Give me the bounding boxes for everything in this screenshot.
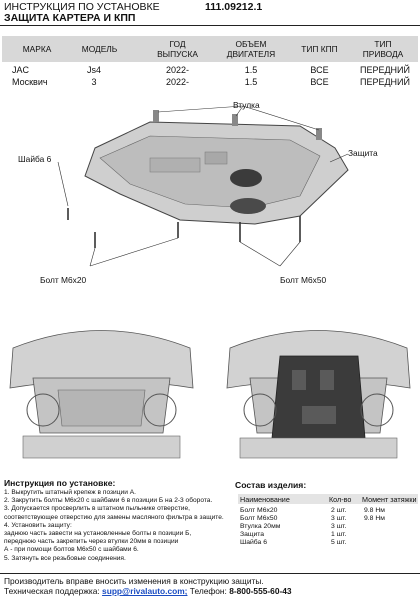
header-divider <box>0 25 420 26</box>
instruction-step: 3. Допускается просверлить в штатном пыл… <box>4 505 190 513</box>
label-guard: Защита <box>348 148 378 158</box>
col-engine: ОБЪЕМ ДВИГАТЕЛЯ <box>226 39 276 59</box>
doc-header-line1: ИНСТРУКЦИЯ ПО УСТАНОВКЕ <box>4 1 160 13</box>
components-title: Состав изделия: <box>235 480 307 490</box>
footer-support: Техническая поддержка: supp@rivalauto.co… <box>4 586 292 596</box>
label-bushing: Втулка <box>233 100 260 110</box>
doc-title: ЗАЩИТА КАРТЕРА И КПП <box>4 12 136 24</box>
support-phone[interactable]: 8-800-555-60-43 <box>229 586 292 596</box>
components-header: Наименование Кол-во Момент затяжки <box>238 494 418 504</box>
footer-divider <box>0 573 420 574</box>
instruction-step: 5. Затянуть все резьбовые соединения. <box>4 554 126 562</box>
vehicle-table: МАРКА МОДЕЛЬ ГОД ВЫПУСКА ОБЪЕМ ДВИГАТЕЛЯ… <box>2 36 418 89</box>
label-bolt-m6x50: Болт М6х50 <box>280 275 327 285</box>
table-row: Втулка 20мм 3 шт. <box>240 523 347 530</box>
table-row: JAC Js4 2022- 1.5 ВСЕ ПЕРЕДНИЙ <box>12 65 410 75</box>
instruction-step: заднюю часть завести на установленные бо… <box>4 530 192 538</box>
instructions-title: Инструкция по установке: <box>4 478 116 488</box>
col-gearbox: ТИП КПП <box>301 44 338 54</box>
bushing-parts <box>153 110 322 140</box>
table-row: Болт М6х50 3 шт. 9.8 Нм <box>240 515 385 522</box>
label-washer: Шайба 6 <box>18 154 52 164</box>
assembly-diagram <box>57 105 349 267</box>
installed-guard <box>271 355 366 439</box>
guard-plate <box>84 121 349 225</box>
support-email-link[interactable]: supp@rivalauto.com; <box>102 586 188 596</box>
support-label: Техническая поддержка: <box>4 586 100 596</box>
table-row: Москвич 3 2022- 1.5 ВСЕ ПЕРЕДНИЙ <box>12 77 410 87</box>
instruction-step: 2. Закрутить болты М6х20 с шайбами 6 в п… <box>4 497 213 505</box>
col-model: МОДЕЛЬ <box>81 44 118 54</box>
leader-lines <box>57 105 349 267</box>
table-row: Шайба 6 5 шт. <box>240 539 347 546</box>
col-drive: ТИП ПРИВОДА <box>362 39 404 59</box>
footer-disclaimer: Производитель вправе вносить изменения в… <box>4 576 264 586</box>
underbody-view-before <box>3 318 200 463</box>
instruction-step: А - при помощи болтов М6х50 с шайбами 6. <box>4 546 139 554</box>
instruction-step: 4. Установить защиту: <box>4 521 72 529</box>
instruction-step: переднюю часть закрепить через втулки 20… <box>4 538 179 546</box>
instruction-step: соответствующее отверстию для замены мас… <box>4 513 224 521</box>
col-year: ГОД ВЫПУСКА <box>157 39 198 59</box>
table-row: Болт М6х20 2 шт. 9.8 Нм <box>240 507 385 514</box>
phone-label: Телефон: <box>189 586 227 596</box>
label-bolt-m6x20: Болт М6х20 <box>40 275 87 285</box>
doc-number: 111.09212.1 <box>205 1 263 13</box>
col-make: МАРКА <box>22 44 52 54</box>
instruction-step: 1. Выкрутить штатный крепеж в позиции А. <box>4 489 136 496</box>
instructions-list: 1. Выкрутить штатный крепеж в позиции А.… <box>4 489 234 563</box>
vehicle-table-header: МАРКА МОДЕЛЬ ГОД ВЫПУСКА ОБЪЕМ ДВИГАТЕЛЯ… <box>2 36 418 62</box>
table-row: Защита 1 шт. <box>240 531 347 538</box>
underbody-view-after <box>220 318 417 463</box>
bolts <box>67 208 301 248</box>
